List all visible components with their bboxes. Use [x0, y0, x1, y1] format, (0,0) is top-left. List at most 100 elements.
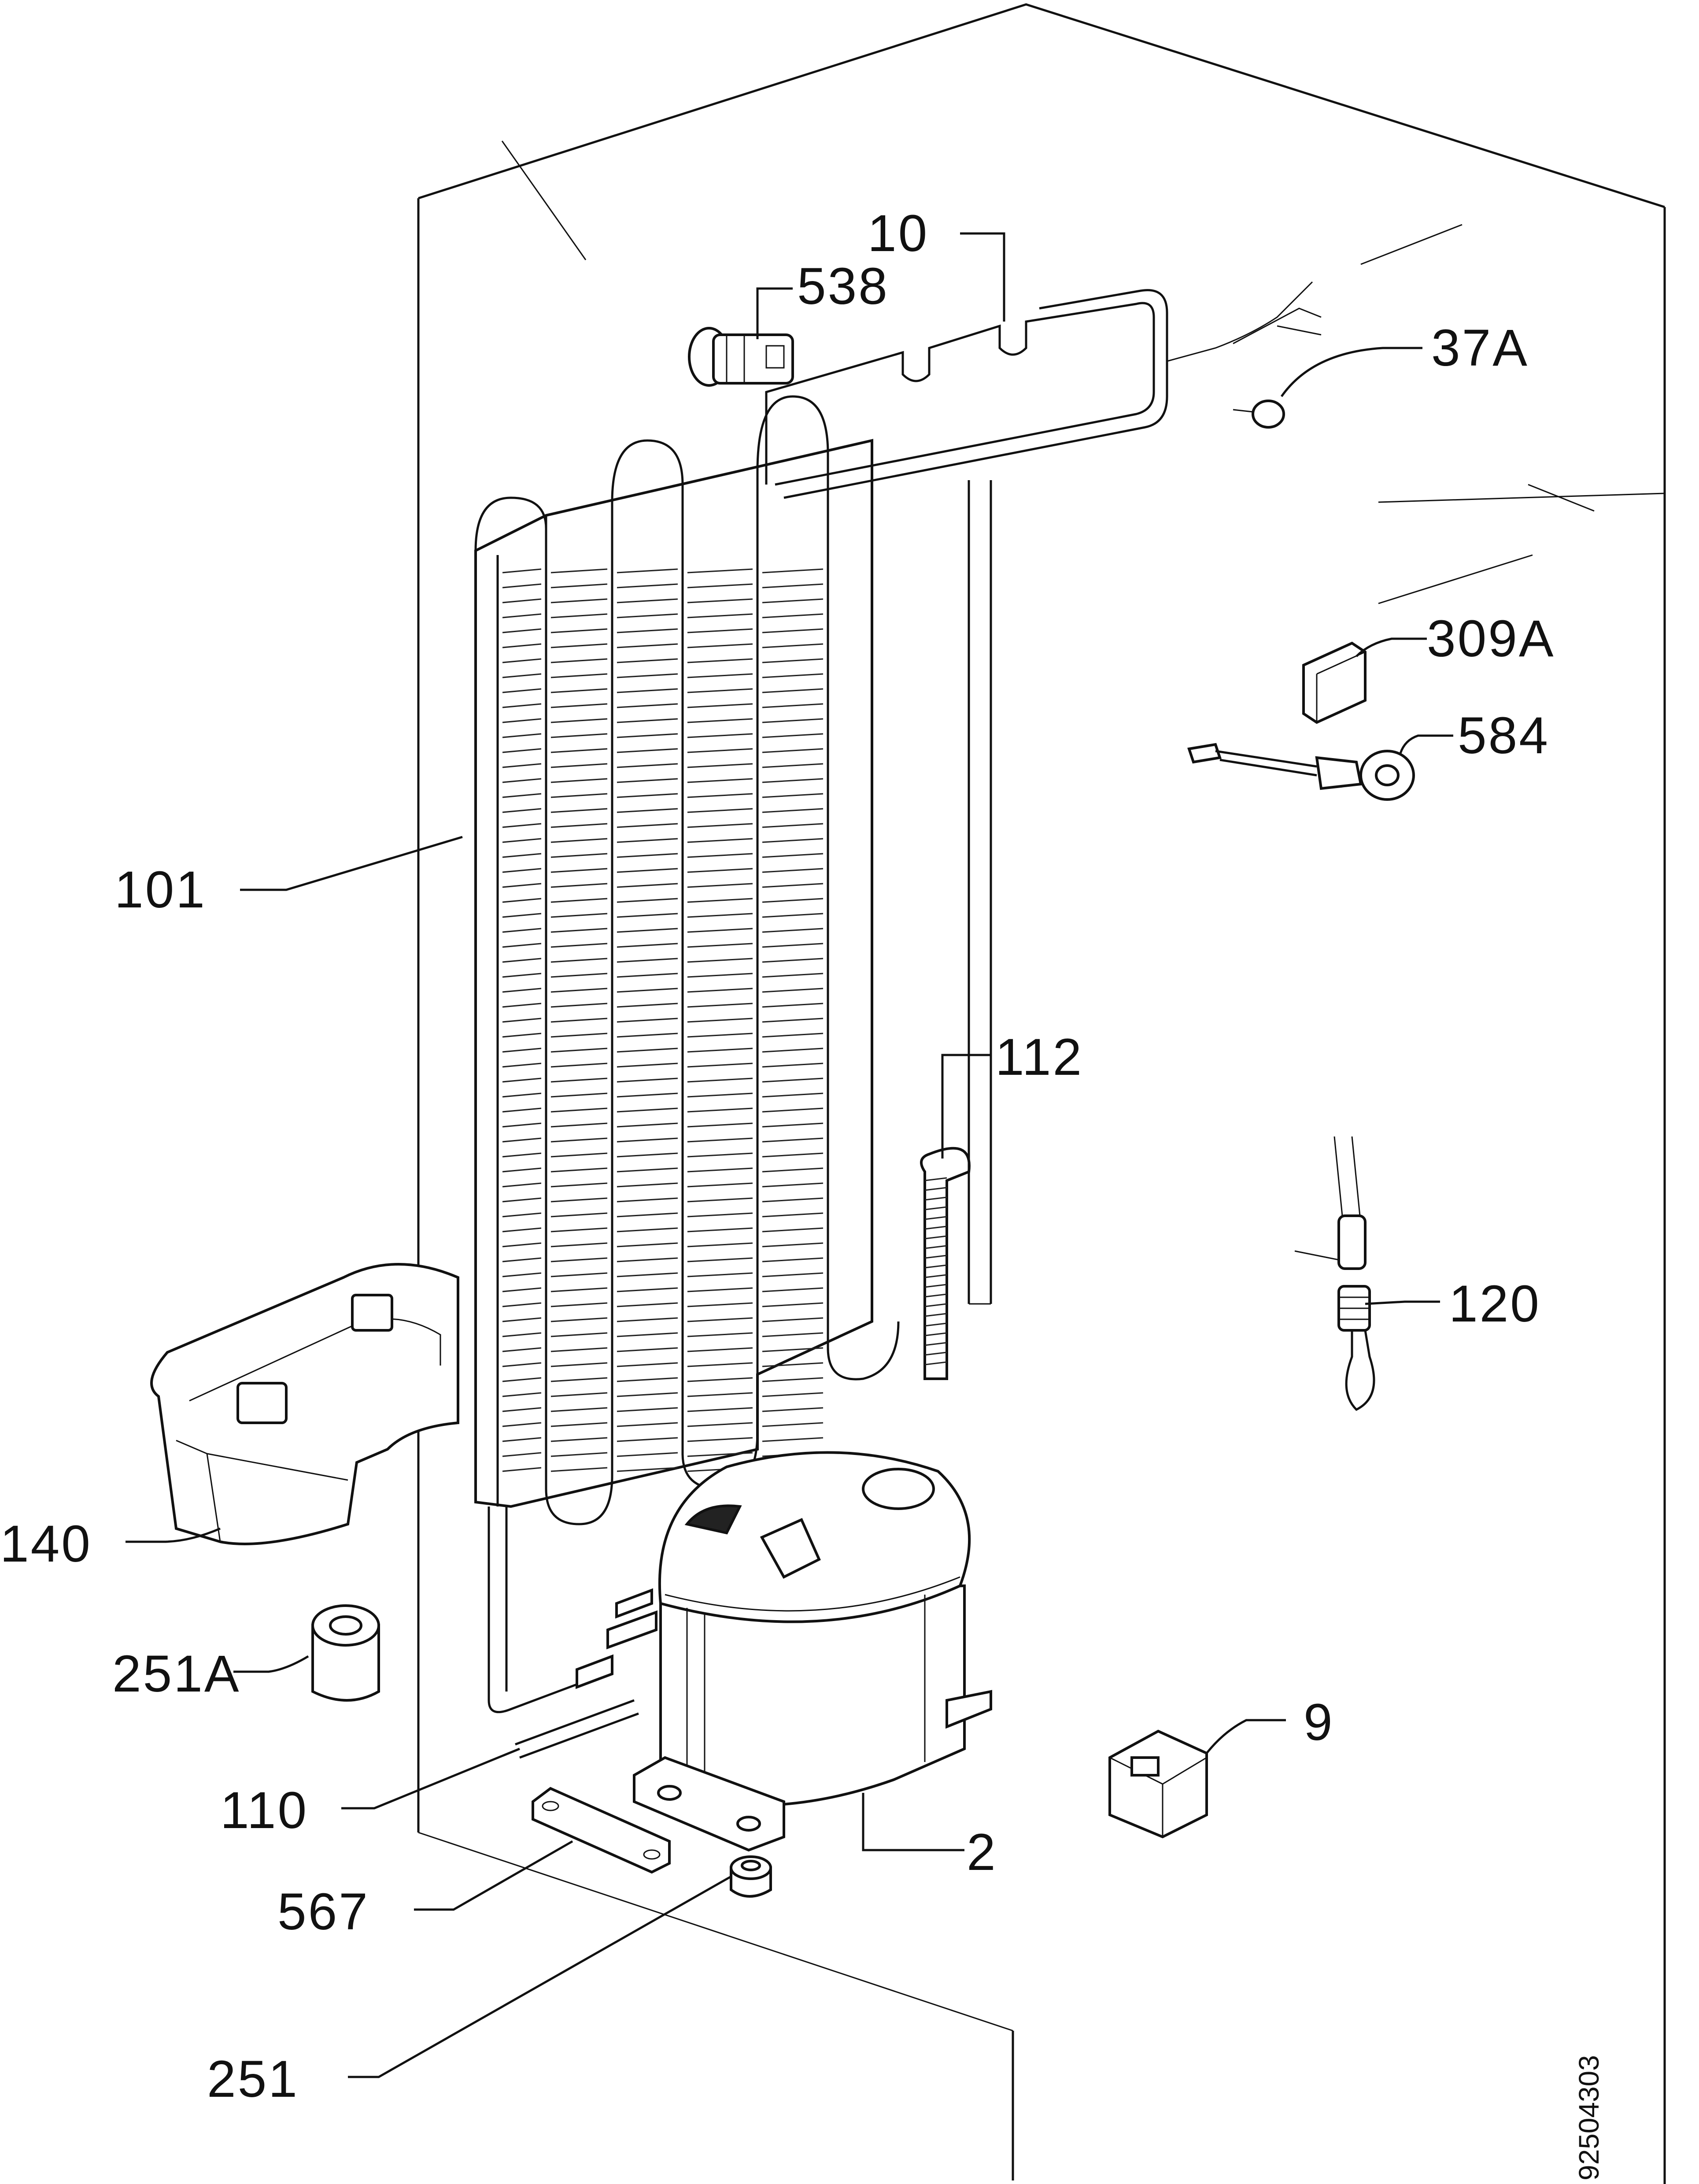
condenser-fin — [617, 793, 678, 798]
condenser-fin — [502, 928, 542, 933]
condenser-fin — [502, 1227, 542, 1233]
condenser-fin — [617, 763, 678, 768]
condenser-fin — [687, 643, 753, 648]
condenser-fin — [617, 1048, 678, 1053]
condenser-fin — [617, 1257, 678, 1262]
part-112-hose — [920, 480, 992, 1380]
hose-ring — [924, 1274, 947, 1278]
condenser-fin — [617, 1272, 678, 1277]
condenser-fin — [617, 913, 678, 918]
condenser-fin — [617, 1227, 678, 1233]
condenser-fin — [502, 1272, 542, 1277]
leader-lines — [126, 232, 1453, 2078]
condenser-fin — [687, 868, 753, 873]
condenser-fin — [550, 1332, 608, 1337]
condenser-fin — [762, 1018, 824, 1023]
part-120-thermostat-capillary — [1294, 1136, 1375, 1411]
condenser-fin — [617, 868, 678, 873]
condenser-fin — [762, 1167, 824, 1173]
condenser-fin — [617, 718, 678, 723]
label-2: 2 — [967, 1823, 997, 1881]
condenser-fin — [617, 1392, 678, 1397]
hose-ring — [924, 1342, 947, 1346]
condenser-fin — [762, 1257, 824, 1262]
condenser-fin — [502, 898, 542, 903]
condenser-fin — [687, 1182, 753, 1188]
condenser-fin — [502, 973, 542, 978]
condenser — [474, 395, 900, 1525]
condenser-fin — [762, 928, 824, 933]
condenser-fin — [762, 1347, 824, 1352]
condenser-fin — [617, 1302, 678, 1307]
condenser-fin — [687, 1257, 753, 1262]
condenser-fin — [762, 1003, 824, 1008]
condenser-fin — [617, 613, 678, 618]
condenser-fin — [550, 1452, 608, 1457]
label-567: 567 — [277, 1883, 369, 1941]
condenser-fin — [550, 703, 608, 708]
condenser-fin — [550, 643, 608, 648]
condenser-fin — [550, 1377, 608, 1382]
condenser-fin — [550, 1422, 608, 1427]
hose-ring — [924, 1196, 947, 1201]
label-309a: 309A — [1427, 610, 1555, 668]
condenser-fin — [502, 628, 542, 633]
condenser-fin — [617, 1347, 678, 1352]
condenser-fin — [687, 1062, 753, 1068]
condenser-fin — [687, 1212, 753, 1218]
condenser-fin — [617, 1122, 678, 1128]
hose-ring — [924, 1177, 947, 1181]
hose-ring — [924, 1216, 947, 1220]
condenser-fin — [687, 1048, 753, 1053]
condenser-fin — [550, 913, 608, 918]
condenser-fin — [550, 853, 608, 858]
condenser-fin — [687, 1152, 753, 1158]
condenser-fin — [617, 928, 678, 933]
condenser-fin — [687, 778, 753, 783]
condenser-fin — [502, 868, 542, 873]
condenser-fin — [687, 988, 753, 993]
condenser-fin — [550, 733, 608, 738]
label-10: 10 — [868, 204, 929, 263]
condenser-fin — [762, 1092, 824, 1098]
hose-ring — [924, 1351, 947, 1356]
condenser-fin — [502, 1422, 542, 1427]
part-251a-grommet — [311, 1604, 380, 1702]
part-538-clip — [688, 327, 794, 387]
condenser-fin — [502, 1018, 542, 1023]
condenser-fin — [617, 1287, 678, 1292]
part-9-relay — [1108, 1729, 1208, 1839]
label-140: 140 — [0, 1515, 92, 1573]
label-584: 584 — [1458, 707, 1550, 765]
condenser-fin — [502, 1122, 542, 1128]
document-number: 92504303 — [1573, 2055, 1605, 2180]
condenser-fin — [687, 733, 753, 738]
condenser-fin — [762, 1137, 824, 1143]
condenser-fin — [687, 673, 753, 678]
condenser-fin — [762, 1272, 824, 1277]
condenser-fin — [550, 1212, 608, 1218]
condenser-fin — [762, 1227, 824, 1233]
condenser-fin — [762, 1377, 824, 1382]
condenser-fin — [687, 1347, 753, 1352]
hose-ring — [924, 1361, 947, 1366]
condenser-fin — [550, 988, 608, 993]
condenser-fin — [617, 1377, 678, 1382]
condenser-fin — [617, 898, 678, 903]
condenser-fin — [502, 703, 542, 708]
condenser-fin — [762, 1437, 824, 1442]
condenser-fins — [502, 568, 824, 1472]
part-37a-plug — [1233, 400, 1285, 429]
condenser-fin — [550, 1003, 608, 1008]
condenser-fin — [617, 778, 678, 783]
condenser-fin — [617, 1092, 678, 1098]
condenser-fin — [550, 1362, 608, 1367]
condenser-fin — [550, 778, 608, 783]
condenser-fin — [550, 838, 608, 843]
condenser-fin — [762, 718, 824, 723]
condenser-fin — [687, 1092, 753, 1098]
condenser-fin — [617, 1107, 678, 1113]
condenser-fin — [550, 1467, 608, 1472]
condenser-fin — [687, 1422, 753, 1427]
part-2-compressor — [633, 1451, 992, 1852]
